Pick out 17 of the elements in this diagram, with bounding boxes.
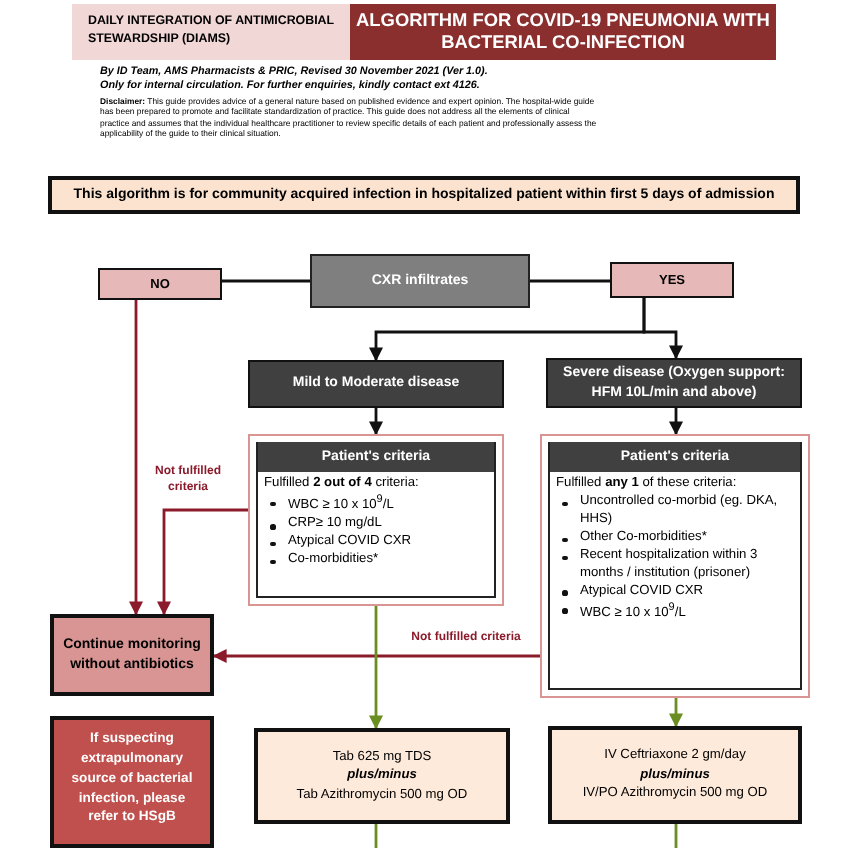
connector bbox=[369, 408, 383, 436]
connector bbox=[222, 279, 310, 283]
connector bbox=[129, 300, 143, 616]
criteria-box bbox=[540, 434, 810, 698]
connector bbox=[669, 408, 683, 436]
criteria-box bbox=[248, 434, 504, 606]
connector bbox=[669, 698, 683, 728]
connector bbox=[212, 649, 540, 663]
treatment-box bbox=[254, 728, 510, 824]
treatment-box bbox=[548, 726, 802, 824]
title-banner: ALGORITHM FOR COVID-19 PNEUMONIA WITH BACTERIAL CO-INFECTION bbox=[350, 4, 776, 60]
connector bbox=[374, 824, 378, 848]
connector bbox=[157, 508, 248, 616]
connector bbox=[369, 606, 383, 730]
connector bbox=[530, 279, 610, 283]
connector bbox=[674, 824, 678, 848]
connector bbox=[642, 298, 683, 360]
